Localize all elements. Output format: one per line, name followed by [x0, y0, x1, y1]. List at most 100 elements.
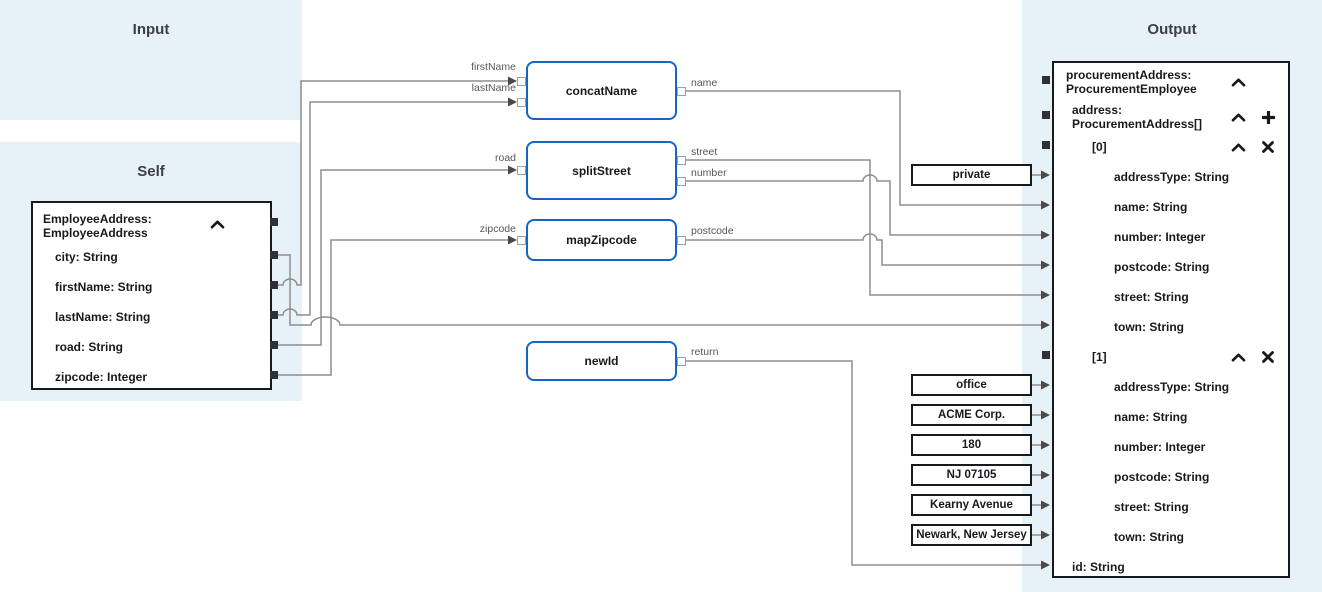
- source-port[interactable]: [270, 251, 278, 259]
- target-field-name-string[interactable]: name: String: [1054, 200, 1288, 214]
- target-field-street-string[interactable]: street: String: [1054, 500, 1288, 514]
- function-input-port[interactable]: [517, 235, 526, 245]
- source-port[interactable]: [270, 218, 278, 226]
- function-output-port[interactable]: [677, 235, 686, 245]
- target-field-addresstype-string[interactable]: addressType: String: [1054, 380, 1288, 394]
- wire: [278, 254, 1041, 326]
- target-field-postcode-string[interactable]: postcode: String: [1054, 470, 1288, 484]
- target-field-street-string[interactable]: street: String: [1054, 290, 1288, 304]
- target-field-id-string[interactable]: id: String: [1054, 560, 1288, 574]
- field-label: street: String: [1114, 290, 1189, 304]
- target-port[interactable]: [1042, 76, 1050, 84]
- target-field-town-string[interactable]: town: String: [1054, 530, 1288, 544]
- function-output-port[interactable]: [677, 86, 686, 96]
- source-field-road[interactable]: road: String: [55, 340, 123, 354]
- source-document-title: EmployeeAddress: EmployeeAddress: [43, 212, 152, 240]
- function-box-newid[interactable]: newId: [526, 341, 677, 381]
- collapse-button[interactable]: [1230, 109, 1246, 125]
- function-output-port[interactable]: [677, 356, 686, 366]
- function-box-concatname[interactable]: concatName: [526, 61, 677, 120]
- target-port[interactable]: [1042, 111, 1050, 119]
- remove-item-button[interactable]: [1260, 349, 1276, 365]
- target-field-procurementaddress[interactable]: procurementAddress:ProcurementEmployee: [1054, 68, 1288, 96]
- wire-arrowhead: [1041, 410, 1050, 420]
- close-icon: [1262, 351, 1274, 363]
- function-input-port[interactable]: [517, 165, 526, 175]
- constant-box-office[interactable]: office: [911, 374, 1032, 396]
- chevron-up-icon: [1231, 353, 1245, 361]
- field-label: postcode: String: [1114, 260, 1210, 274]
- target-field-address[interactable]: address:ProcurementAddress[]: [1054, 103, 1288, 131]
- wire-arrowhead: [1041, 320, 1050, 330]
- wire: [278, 169, 508, 346]
- source-field-lastname[interactable]: lastName: String: [55, 310, 151, 324]
- function-input-port[interactable]: [517, 97, 526, 107]
- wire-arrowhead: [1041, 380, 1050, 390]
- field-label: number: Integer: [1114, 230, 1206, 244]
- target-port[interactable]: [1042, 141, 1050, 149]
- source-port[interactable]: [270, 341, 278, 349]
- chevron-up-icon: [1231, 113, 1245, 121]
- collapse-button[interactable]: [1230, 139, 1246, 155]
- wire-arrowhead: [1041, 440, 1050, 450]
- add-item-button[interactable]: [1260, 109, 1276, 125]
- field-label: street: String: [1114, 500, 1189, 514]
- function-input-port[interactable]: [517, 76, 526, 86]
- target-field-name-string[interactable]: name: String: [1054, 410, 1288, 424]
- field-label: postcode: String: [1114, 470, 1210, 484]
- field-label: address:: [1072, 103, 1123, 117]
- target-field-town-string[interactable]: town: String: [1054, 320, 1288, 334]
- function-output-port[interactable]: [677, 155, 686, 165]
- constant-box-kearny-avenue[interactable]: Kearny Avenue: [911, 494, 1032, 516]
- target-field-number-integer[interactable]: number: Integer: [1054, 230, 1288, 244]
- constant-box-nj-07105[interactable]: NJ 07105: [911, 464, 1032, 486]
- wire-arrowhead: [1041, 530, 1050, 540]
- function-name: mapZipcode: [566, 233, 637, 247]
- remove-item-button[interactable]: [1260, 139, 1276, 155]
- function-box-mapzipcode[interactable]: mapZipcode: [526, 219, 677, 261]
- close-icon: [1262, 141, 1274, 153]
- target-item-1[interactable]: [1]: [1054, 350, 1288, 364]
- source-port[interactable]: [270, 281, 278, 289]
- target-field-number-integer[interactable]: number: Integer: [1054, 440, 1288, 454]
- source-port[interactable]: [270, 371, 278, 379]
- collapse-button[interactable]: [1230, 349, 1246, 365]
- wire: [686, 360, 1041, 566]
- wire: [278, 101, 508, 316]
- collapse-button[interactable]: [1230, 74, 1246, 90]
- wire-label-road: road: [494, 152, 516, 164]
- source-field-firstname[interactable]: firstName: String: [55, 280, 153, 294]
- chevron-up-icon: [210, 220, 224, 228]
- plus-icon: [1261, 110, 1275, 124]
- wire-label-number: number: [691, 167, 727, 179]
- wire-label-postcode: postcode: [691, 225, 734, 237]
- constant-box-private[interactable]: private: [911, 164, 1032, 186]
- source-port[interactable]: [270, 311, 278, 319]
- target-field-postcode-string[interactable]: postcode: String: [1054, 260, 1288, 274]
- wire-label-lastname: lastName: [471, 82, 516, 94]
- function-output-port[interactable]: [677, 176, 686, 186]
- wire-label-zipcode: zipcode: [479, 223, 516, 235]
- target-item-0[interactable]: [0]: [1054, 140, 1288, 154]
- source-field-zipcode[interactable]: zipcode: Integer: [55, 370, 148, 384]
- wire: [278, 239, 508, 376]
- function-name: newId: [584, 354, 619, 368]
- wire-arrowhead: [508, 165, 517, 175]
- target-port[interactable]: [1042, 351, 1050, 359]
- target-field-addresstype-string[interactable]: addressType: String: [1054, 170, 1288, 184]
- wire-arrowhead: [1041, 290, 1050, 300]
- field-label: [0]: [1092, 140, 1107, 154]
- source-field-city[interactable]: city: String: [55, 250, 118, 264]
- collapse-button[interactable]: [209, 216, 225, 232]
- function-name: concatName: [565, 83, 638, 98]
- constant-box-180[interactable]: 180: [911, 434, 1032, 456]
- input-panel-title: Input: [132, 21, 170, 38]
- function-box-splitstreet[interactable]: splitStreet: [526, 141, 677, 200]
- wire: [686, 174, 1041, 236]
- field-label: ProcurementEmployee: [1066, 82, 1197, 96]
- wire-label-firstname: firstName: [471, 61, 516, 73]
- field-label: town: String: [1114, 320, 1184, 334]
- constant-box-acme-corp[interactable]: ACME Corp.: [911, 404, 1032, 426]
- constant-box-newark-new-jersey[interactable]: Newark, New Jersey: [911, 524, 1032, 546]
